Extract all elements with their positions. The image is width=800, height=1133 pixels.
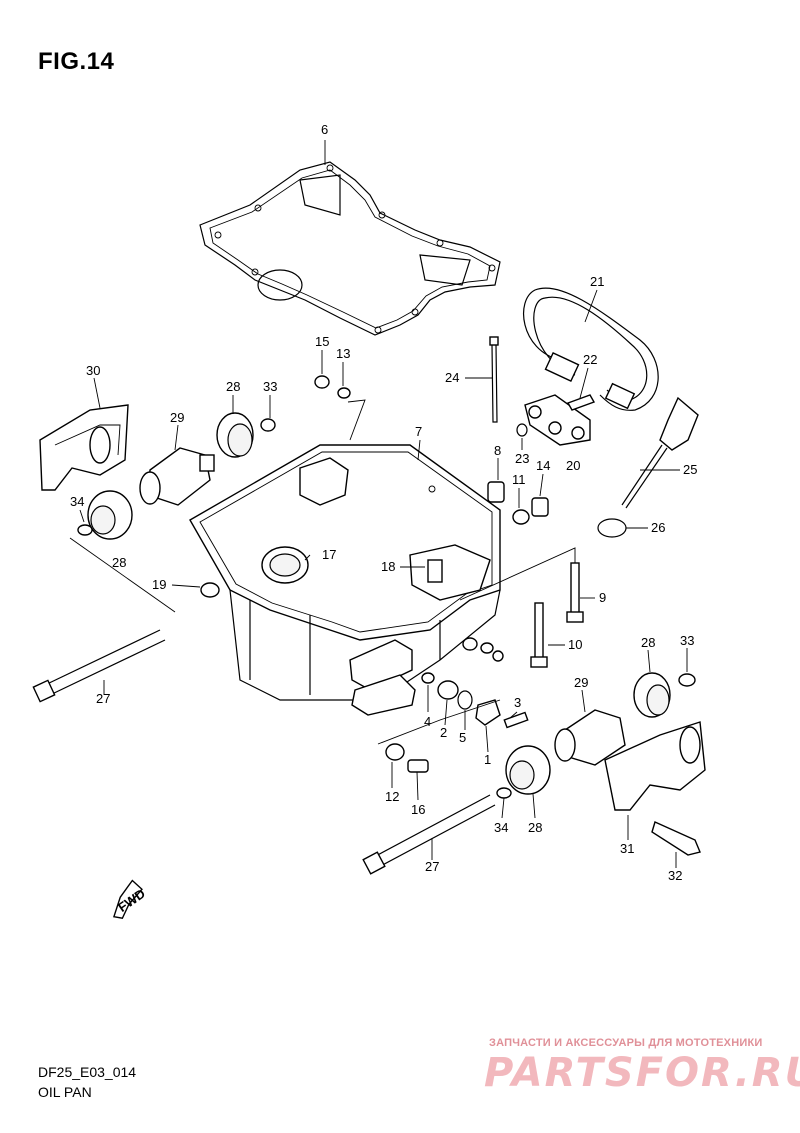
- callout-15: 15: [315, 334, 329, 349]
- callout-28: 28: [226, 379, 240, 394]
- callout-31: 31: [620, 841, 634, 856]
- plugs-parts-8-11-14: [487, 481, 549, 525]
- fitting-part-20: [516, 394, 596, 446]
- callout-10: 10: [568, 637, 582, 652]
- callouts: 6 21 22 15 13 30 28 33 29 7 24 23 20 8 1…: [70, 122, 697, 883]
- callout-9: 9: [599, 590, 606, 605]
- callout-25: 25: [683, 462, 697, 477]
- oil-pan-part-7: [189, 444, 501, 716]
- callout-4: 4: [424, 714, 431, 729]
- mount-left-upper: [77, 375, 351, 540]
- figure-title: FIG.14: [38, 48, 115, 75]
- callout-16: 16: [411, 802, 425, 817]
- callout-33: 33: [263, 379, 277, 394]
- callout-1: 1: [484, 752, 491, 767]
- callout-5: 5: [459, 730, 466, 745]
- watermark-caption: ЗАПЧАСТИ И АКСЕССУАРЫ ДЛЯ МОТОТЕХНИКИ: [489, 1037, 763, 1049]
- callout-34: 34: [494, 820, 508, 835]
- mount-right-lower: [496, 672, 706, 856]
- lower-small-parts: [385, 637, 529, 773]
- callout-11: 11: [512, 472, 526, 487]
- callout-7: 7: [415, 424, 422, 439]
- section-name: OIL PAN: [38, 1084, 92, 1100]
- gasket-part-6: [199, 161, 501, 336]
- callout-14: 14: [536, 458, 550, 473]
- callout-13: 13: [336, 346, 350, 361]
- callout-20: 20: [566, 458, 580, 473]
- callout-29: 29: [574, 675, 588, 690]
- cable-tie-part-24: [489, 336, 499, 423]
- model-code: DF25_E03_014: [38, 1064, 137, 1080]
- callout-24: 24: [445, 370, 459, 385]
- callout-27: 27: [425, 859, 439, 874]
- callout-2: 2: [440, 725, 447, 740]
- stud-part-27: [32, 629, 496, 875]
- callout-33: 33: [680, 633, 694, 648]
- callout-6: 6: [321, 122, 328, 137]
- hose-part-21: [522, 287, 659, 411]
- callout-28: 28: [528, 820, 542, 835]
- callout-28: 28: [112, 555, 126, 570]
- callout-34: 34: [70, 494, 84, 509]
- bracket-part-30: [39, 404, 129, 491]
- callout-28: 28: [641, 635, 655, 650]
- callout-18: 18: [381, 559, 395, 574]
- callout-17: 17: [322, 547, 336, 562]
- callout-21: 21: [590, 274, 604, 289]
- leader-lines: [69, 140, 688, 868]
- callout-12: 12: [385, 789, 399, 804]
- watermark-logo: PARTSFOR.RU: [484, 1050, 800, 1096]
- callout-22: 22: [583, 352, 597, 367]
- callout-8: 8: [494, 443, 501, 458]
- callout-23: 23: [515, 451, 529, 466]
- callout-29: 29: [170, 410, 184, 425]
- callout-32: 32: [668, 868, 682, 883]
- fwd-arrow-icon: FWD: [113, 879, 148, 920]
- callout-3: 3: [514, 695, 521, 710]
- callout-27: 27: [96, 691, 110, 706]
- callout-30: 30: [86, 363, 100, 378]
- fwd-label: FWD: [115, 886, 148, 915]
- callout-26: 26: [651, 520, 665, 535]
- callout-19: 19: [152, 577, 166, 592]
